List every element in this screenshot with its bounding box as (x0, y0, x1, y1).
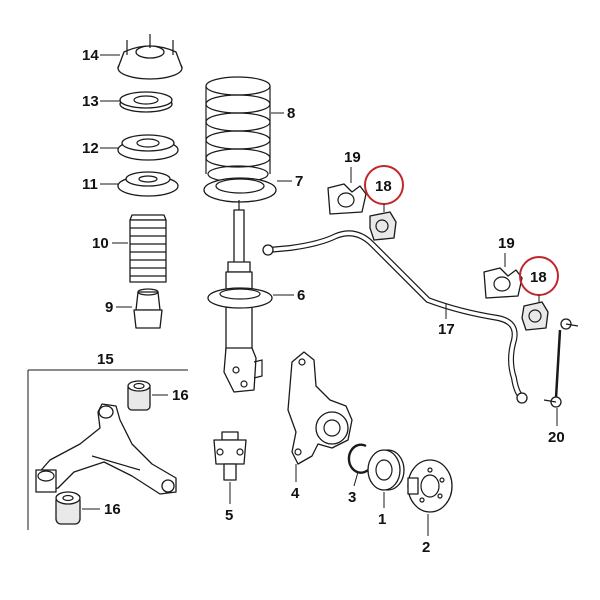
callout-7: 7 (295, 173, 303, 190)
callout-13: 13 (82, 93, 99, 110)
callout-10: 10 (92, 235, 109, 252)
callout-15: 15 (97, 351, 114, 368)
lower-spring-pad (203, 177, 277, 203)
callout-2: 2 (422, 539, 430, 556)
callout-5: 5 (225, 507, 233, 524)
control-arm-bushing-lower (55, 491, 81, 525)
stabilizer-bushing-right (521, 301, 549, 331)
strut-mount (117, 34, 183, 80)
callout-19-right: 19 (498, 235, 515, 252)
lower-arm-group-box (27, 369, 188, 530)
wheel-hub (407, 459, 453, 513)
callout-1: 1 (378, 511, 386, 528)
lower-control-arm (35, 403, 177, 495)
control-arm-bushing-upper (127, 380, 151, 411)
stabilizer-bracket-left (327, 183, 367, 215)
callout-16-lower: 16 (104, 501, 121, 518)
callout-3: 3 (348, 489, 356, 506)
callout-12: 12 (82, 140, 99, 157)
stabilizer-link (543, 318, 579, 408)
dust-boot (129, 214, 167, 283)
ball-joint (213, 431, 247, 481)
strut-bearing (119, 91, 173, 113)
callout-14: 14 (82, 47, 99, 64)
steering-knuckle (287, 351, 353, 465)
callout-18-right: 18 (530, 269, 547, 286)
wheel-bearing (367, 449, 405, 491)
callout-20: 20 (548, 429, 565, 446)
coil-spring (205, 76, 271, 183)
strut-assembly (207, 200, 273, 393)
spring-insulator (117, 171, 179, 197)
snap-ring (347, 443, 369, 474)
spring-seat (117, 134, 179, 161)
callout-17: 17 (438, 321, 455, 338)
bump-stop (133, 288, 163, 329)
callout-16-upper: 16 (172, 387, 189, 404)
callout-18-left: 18 (375, 178, 392, 195)
callout-8: 8 (287, 105, 295, 122)
stabilizer-bar (262, 230, 528, 404)
callout-6: 6 (297, 287, 305, 304)
stabilizer-bracket-right (483, 267, 523, 299)
callout-4: 4 (291, 485, 300, 502)
callout-19-left: 19 (344, 149, 361, 166)
callout-11: 11 (82, 176, 98, 193)
stabilizer-bushing-left (369, 211, 397, 241)
callout-9: 9 (105, 299, 113, 316)
